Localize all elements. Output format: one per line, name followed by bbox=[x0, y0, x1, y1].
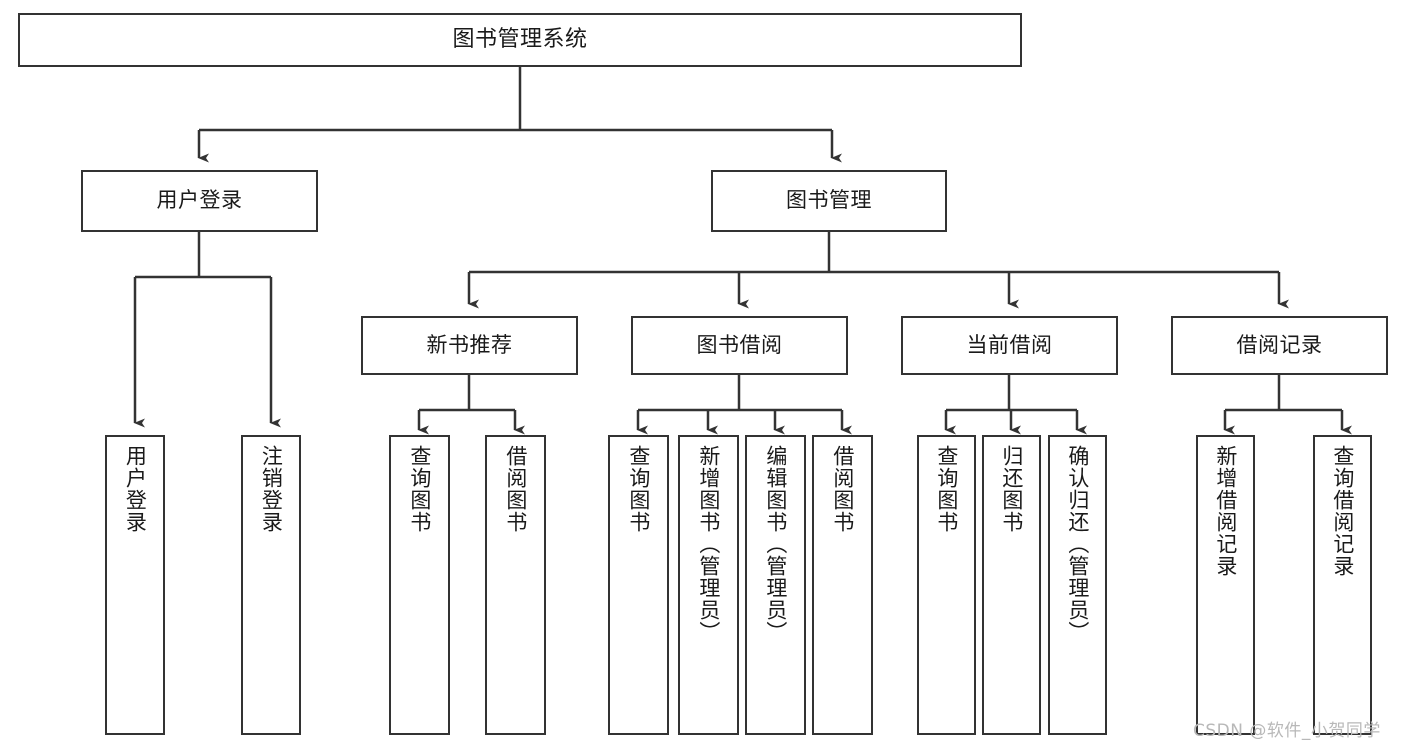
leaf-label: 借阅图书 bbox=[503, 445, 528, 533]
node-leaf-confirm-return[interactable]: 确认归还（管理员） bbox=[1048, 435, 1107, 735]
leaf-label: 查询图书 bbox=[934, 445, 959, 533]
leaf-label: 归还图书 bbox=[999, 445, 1024, 533]
node-root[interactable]: 图书管理系统 bbox=[18, 13, 1022, 67]
node-leaf-add-record[interactable]: 新增借阅记录 bbox=[1196, 435, 1255, 735]
leaf-label: 借阅图书 bbox=[830, 445, 855, 533]
node-user-login[interactable]: 用户登录 bbox=[81, 170, 318, 232]
node-leaf-query-record[interactable]: 查询借阅记录 bbox=[1313, 435, 1372, 735]
node-leaf-edit-book[interactable]: 编辑图书（管理员） bbox=[745, 435, 806, 735]
node-leaf-user-logout[interactable]: 注销登录 bbox=[241, 435, 301, 735]
leaf-label: 查询图书 bbox=[407, 445, 432, 533]
node-leaf-query-book-new[interactable]: 查询图书 bbox=[389, 435, 450, 735]
leaf-label: 编辑图书（管理员） bbox=[763, 445, 788, 643]
node-leaf-query-book-borrow[interactable]: 查询图书 bbox=[608, 435, 669, 735]
leaf-label: 注销登录 bbox=[259, 445, 284, 533]
node-leaf-add-book[interactable]: 新增图书（管理员） bbox=[678, 435, 739, 735]
node-borrow-record[interactable]: 借阅记录 bbox=[1171, 316, 1388, 375]
leaf-label: 确认归还（管理员） bbox=[1065, 445, 1090, 643]
node-leaf-borrow-book[interactable]: 借阅图书 bbox=[812, 435, 873, 735]
leaf-label: 新增图书（管理员） bbox=[696, 445, 721, 643]
leaf-label: 新增借阅记录 bbox=[1213, 445, 1238, 577]
node-book-management[interactable]: 图书管理 bbox=[711, 170, 947, 232]
leaf-label: 查询图书 bbox=[626, 445, 651, 533]
leaf-label: 查询借阅记录 bbox=[1330, 445, 1355, 577]
node-leaf-borrow-book-new[interactable]: 借阅图书 bbox=[485, 435, 546, 735]
node-new-book-recommend[interactable]: 新书推荐 bbox=[361, 316, 578, 375]
csdn-watermark: CSDN @软件_小贺同学 bbox=[1193, 721, 1381, 741]
node-leaf-query-book-current[interactable]: 查询图书 bbox=[917, 435, 976, 735]
node-leaf-return-book[interactable]: 归还图书 bbox=[982, 435, 1041, 735]
leaf-label: 用户登录 bbox=[123, 445, 148, 533]
node-leaf-user-login[interactable]: 用户登录 bbox=[105, 435, 165, 735]
node-book-borrow[interactable]: 图书借阅 bbox=[631, 316, 848, 375]
node-current-borrow[interactable]: 当前借阅 bbox=[901, 316, 1118, 375]
